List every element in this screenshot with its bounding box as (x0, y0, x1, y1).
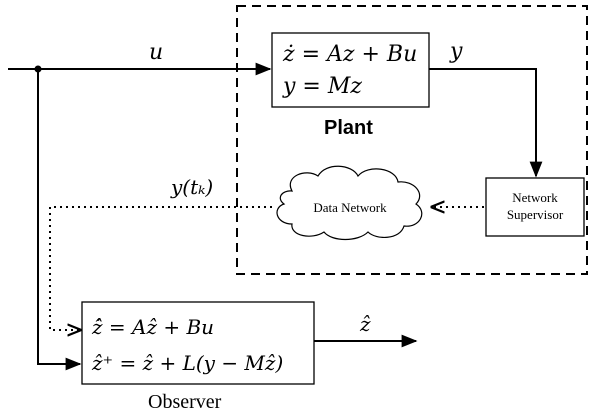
output-line-y (429, 68, 543, 178)
plant-equation-output: y = Mz (282, 74, 362, 99)
observer-block (81, 301, 315, 385)
dotted-line-measurement (49, 206, 272, 330)
input-branch-to-observer (37, 69, 82, 371)
signal-label-y: y (449, 39, 463, 64)
data-network-cloud (276, 165, 423, 241)
cloud-label: Data Network (313, 200, 387, 215)
signal-label-y-tk: y(tₖ) (170, 175, 213, 199)
supervisor-label-line2: Supervisor (507, 207, 564, 222)
signal-label-u: u (149, 40, 163, 65)
network-supervisor-block (485, 177, 585, 237)
plant-block (271, 32, 430, 108)
network-region-boundary (236, 5, 588, 275)
observer-equation-state: ẑ̇ = Aẑ + Bu (91, 315, 214, 339)
supervisor-label-line1: Network (512, 190, 558, 205)
plant-equation-state: ż = Az + Bu (282, 42, 417, 67)
observer-equation-reset: ẑ⁺ = ẑ + L(y − Mẑ) (91, 351, 283, 375)
signal-label-z-hat: ẑ (359, 312, 371, 336)
observer-label: Observer (148, 391, 222, 413)
plant-label: Plant (324, 117, 373, 139)
